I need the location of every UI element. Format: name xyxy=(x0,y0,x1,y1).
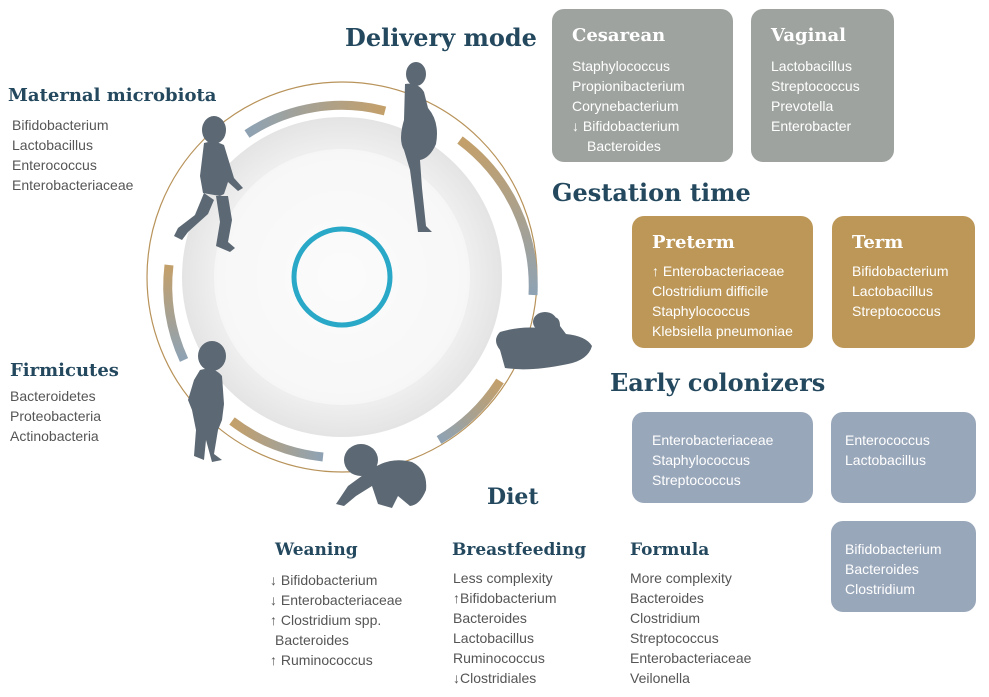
list-item: ↑ Ruminococcus xyxy=(270,652,373,668)
diet-heading: Diet xyxy=(487,484,539,510)
term-card: Term Bifidobacterium Lactobacillus Strep… xyxy=(832,216,975,348)
preterm-item: ↑ Enterobacteriaceae xyxy=(652,263,785,279)
list-item: Ruminococcus xyxy=(453,650,545,666)
cesarean-item: Bacteroides xyxy=(587,138,661,154)
cesarean-item: ↓ Bifidobacterium xyxy=(572,118,680,134)
colonizer-item: Enterococcus xyxy=(845,432,930,448)
vaginal-item: Prevotella xyxy=(771,98,834,114)
maternal-microbiota-list: Bifidobacterium Lactobacillus Enterococc… xyxy=(12,115,133,195)
early-colonizers-box-1: Enterobacteriaceae Staphylococcus Strept… xyxy=(632,412,813,503)
colonizer-item: Clostridium xyxy=(845,581,916,597)
list-item: ↑ Clostridium spp. xyxy=(270,612,382,628)
cesarean-item: Staphylococcus xyxy=(572,58,671,74)
list-item: Enterococcus xyxy=(12,157,97,173)
preterm-card: Preterm ↑ Enterobacteriaceae Clostridium… xyxy=(632,216,813,348)
preterm-item: Clostridium difficile xyxy=(652,283,769,299)
cesarean-item: Propionibacterium xyxy=(572,78,685,94)
list-item: Veilonella xyxy=(630,670,690,686)
list-item: ↓Clostridiales xyxy=(453,670,537,686)
early-colonizers-heading: Early colonizers xyxy=(610,368,826,397)
pregnant-woman-icon xyxy=(401,62,437,233)
list-item: Enterobacteriaceae xyxy=(12,177,134,193)
list-item: Bifidobacterium xyxy=(12,117,109,133)
list-item: ↓ Enterobacteriaceae xyxy=(270,592,403,608)
preterm-item: Staphylococcus xyxy=(652,303,751,319)
list-item: Enterobacteriaceae xyxy=(630,650,752,666)
list-item: Clostridium xyxy=(630,610,701,626)
firmicutes-list: Bacteroidetes Proteobacteria Actinobacte… xyxy=(10,386,101,446)
cesarean-item: Corynebacterium xyxy=(572,98,679,114)
firmicutes-heading: Firmicutes xyxy=(10,360,119,381)
colonizer-item: Bacteroides xyxy=(845,561,919,577)
arc-left xyxy=(163,264,189,362)
list-item: Actinobacteria xyxy=(10,428,99,444)
term-item: Lactobacillus xyxy=(852,283,933,299)
preterm-item: Klebsiella pneumoniae xyxy=(652,323,793,339)
formula-heading: Formula xyxy=(630,540,710,560)
arc-right xyxy=(457,136,538,296)
vaginal-card: Vaginal Lactobacillus Streptococcus Prev… xyxy=(751,9,894,162)
list-item: ↓ Bifidobacterium xyxy=(270,572,378,588)
list-item: Lactobacillus xyxy=(12,137,93,153)
list-item: Bacteroides xyxy=(453,610,527,626)
colonizer-item: Staphylococcus xyxy=(652,452,751,468)
term-item: Streptococcus xyxy=(852,303,941,319)
list-item: More complexity xyxy=(630,570,732,586)
maternal-microbiota-heading: Maternal microbiota xyxy=(8,85,217,106)
list-item: Streptococcus xyxy=(630,630,719,646)
list-item: Less complexity xyxy=(453,570,553,586)
vaginal-item: Streptococcus xyxy=(771,78,860,94)
term-item: Bifidobacterium xyxy=(852,263,949,279)
vaginal-item: Enterobacter xyxy=(771,118,852,134)
center-ring xyxy=(291,226,393,328)
vaginal-item: Lactobacillus xyxy=(771,58,852,74)
breastfeeding-list: Less complexity ↑Bifidobacterium Bactero… xyxy=(453,568,557,688)
colonizer-item: Lactobacillus xyxy=(845,452,926,468)
list-item: Bacteroidetes xyxy=(10,388,96,404)
cesarean-title: Cesarean xyxy=(572,25,666,46)
delivery-mode-heading: Delivery mode xyxy=(345,23,537,52)
arc-bottom xyxy=(229,417,324,462)
early-colonizers-box-3: Bifidobacterium Bacteroides Clostridium xyxy=(831,521,976,612)
formula-list: More complexity Bacteroides Clostridium … xyxy=(630,568,751,688)
list-item: ↑Bifidobacterium xyxy=(453,590,557,606)
early-colonizers-box-2: Enterococcus Lactobacillus xyxy=(831,412,976,503)
list-item: Proteobacteria xyxy=(10,408,102,424)
term-title: Term xyxy=(852,232,904,253)
colonizer-item: Enterobacteriaceae xyxy=(652,432,774,448)
list-item: Bacteroides xyxy=(275,632,349,648)
cesarean-card: Cesarean Staphylococcus Propionibacteriu… xyxy=(552,9,733,162)
list-item: Bacteroides xyxy=(630,590,704,606)
baby-crawling-icon xyxy=(336,444,427,508)
weaning-list: ↓ Bifidobacterium ↓ Enterobacteriaceae ↑… xyxy=(270,570,402,670)
vaginal-title: Vaginal xyxy=(771,25,846,46)
colonizer-item: Bifidobacterium xyxy=(845,541,942,557)
colonizer-item: Streptococcus xyxy=(652,472,741,488)
toddler-standing-icon xyxy=(188,341,226,462)
toddler-walking-icon xyxy=(174,116,243,252)
weaning-heading: Weaning xyxy=(275,540,358,560)
arc-bottom-right xyxy=(436,378,504,444)
gestation-time-heading: Gestation time xyxy=(552,178,751,207)
baby-lying-icon xyxy=(496,312,592,370)
breastfeeding-heading: Breastfeeding xyxy=(452,540,587,560)
arc-top xyxy=(244,100,387,138)
list-item: Lactobacillus xyxy=(453,630,534,646)
preterm-title: Preterm xyxy=(652,232,735,253)
